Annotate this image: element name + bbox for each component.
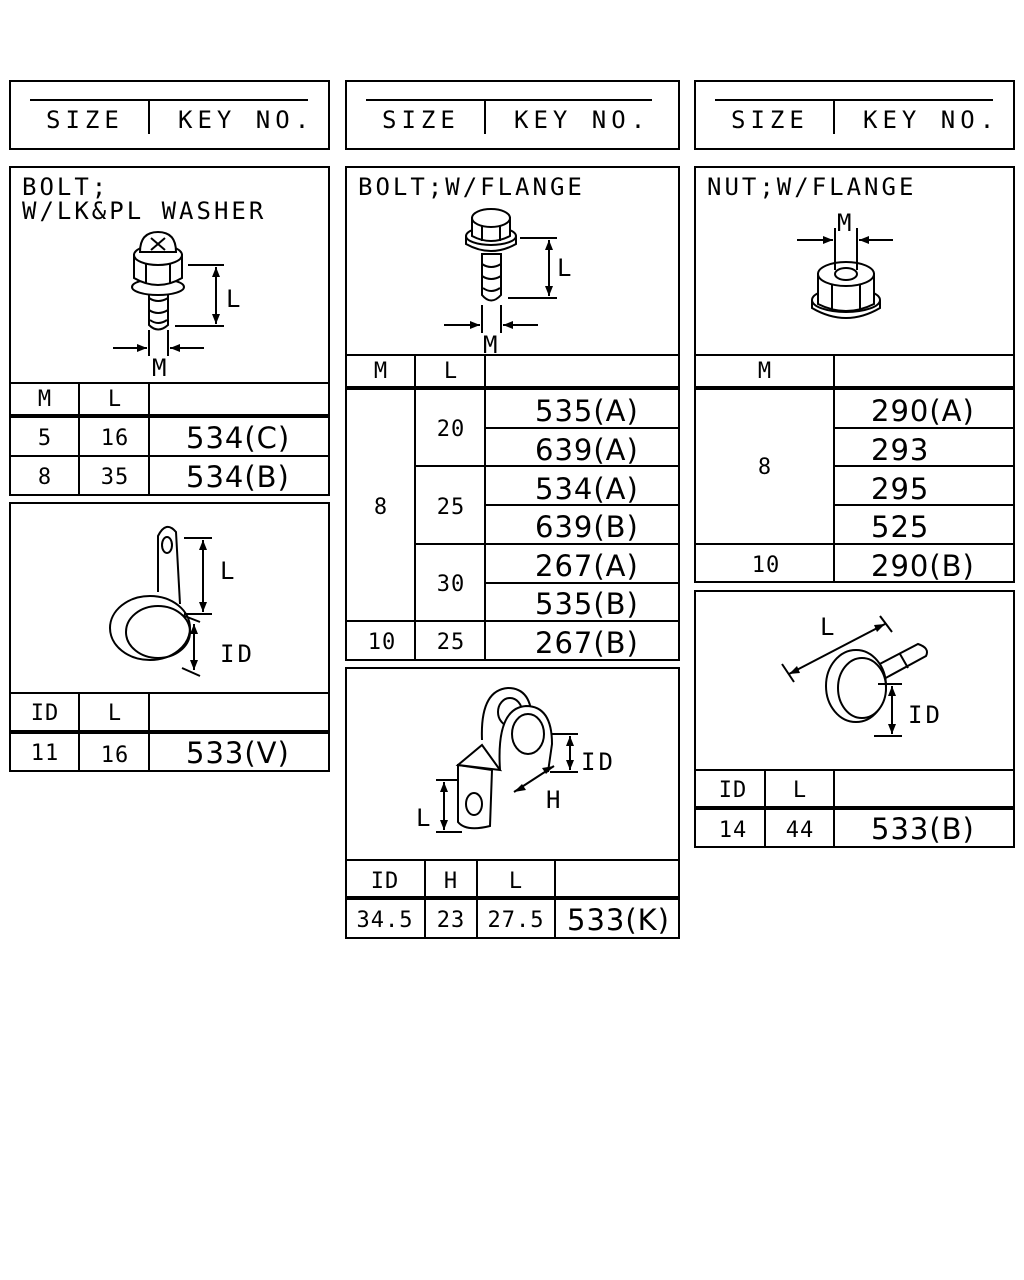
bolt-flange-title: BOLT;W/FLANGE [358, 173, 585, 201]
clamp-mid-dim-l: L [416, 804, 434, 832]
key-number: 267(B) [535, 626, 639, 660]
bolt-flange-panel [345, 166, 680, 661]
clamp-left-col-l: L [107, 701, 123, 726]
table-cell-l: 16 [100, 426, 130, 451]
clamp-left-panel [9, 502, 330, 772]
table-cell-m: 10 [751, 553, 781, 578]
header-key-label-left: KEY NO. [178, 106, 315, 134]
key-number: 534(A) [535, 472, 639, 506]
clamp-mid-col-id: ID [370, 869, 400, 894]
clamp-mid-dim-h: H [546, 786, 564, 814]
key-number: 535(A) [535, 394, 639, 428]
table-cell-id: 34.5 [356, 908, 414, 933]
band-right-col-l: L [792, 778, 808, 803]
clamp-left-col-id: ID [30, 701, 60, 726]
bolt-washer-dim-m: M [152, 354, 170, 382]
table-cell-m: 8 [373, 495, 389, 520]
key-number: 293 [871, 433, 930, 467]
band-right-col-id: ID [718, 778, 748, 803]
nut-flange-title: NUT;W/FLANGE [707, 173, 917, 201]
header-box-right [694, 80, 1015, 150]
table-cell-id: 14 [718, 818, 748, 843]
bolt-washer-col-l: L [107, 387, 123, 412]
clamp-mid-col-l: L [508, 869, 524, 894]
clamp-mid-dim-id: ID [581, 748, 616, 776]
header-size-label-middle: SIZE [382, 106, 460, 134]
key-number: 525 [871, 510, 930, 544]
bolt-washer-col-m: M [37, 387, 53, 412]
header-box-left [9, 80, 330, 150]
bolt-washer-title-line2: W/LK&PL WASHER [22, 197, 267, 225]
table-cell-l: 35 [100, 465, 130, 490]
table-cell-l: 30 [436, 572, 466, 597]
header-box-middle [345, 80, 680, 150]
table-cell-l: 25 [436, 630, 466, 655]
table-cell-l: 20 [436, 417, 466, 442]
bolt-flange-col-m: M [373, 359, 389, 384]
clamp-left-dim-l: L [220, 557, 238, 585]
table-cell-id: 11 [30, 741, 60, 766]
band-right-dim-l: L [820, 613, 838, 641]
bolt-flange-col-l: L [443, 359, 459, 384]
bolt-washer-title-line1: BOLT; [22, 173, 110, 201]
key-number: 290(B) [871, 549, 975, 583]
bolt-flange-dim-l: L [557, 254, 575, 282]
clamp-left-dim-id: ID [220, 640, 255, 668]
table-cell-l: 16 [100, 743, 130, 768]
bolt-flange-dim-m: M [483, 331, 501, 359]
key-number: 639(A) [535, 433, 639, 467]
header-key-label-middle: KEY NO. [514, 106, 651, 134]
table-cell-m: 8 [757, 455, 773, 480]
header-size-label-left: SIZE [46, 106, 124, 134]
key-number: 534(B) [186, 460, 290, 494]
key-number: 290(A) [871, 394, 975, 428]
header-size-label-right: SIZE [731, 106, 809, 134]
key-number: 639(B) [535, 510, 639, 544]
table-cell-l: 27.5 [487, 908, 545, 933]
table-cell-l: 44 [785, 818, 815, 843]
table-cell-h: 23 [436, 908, 466, 933]
table-cell-m: 10 [367, 630, 397, 655]
table-cell-l: 25 [436, 495, 466, 520]
nut-flange-dim-m: M [837, 209, 855, 237]
key-number: 295 [871, 472, 930, 506]
table-cell-m: 5 [37, 426, 53, 451]
table-cell-m: 8 [37, 465, 53, 490]
header-key-label-right: KEY NO. [863, 106, 1000, 134]
key-number: 533(V) [186, 736, 290, 770]
key-number: 535(B) [535, 587, 639, 621]
key-number: 267(A) [535, 549, 639, 583]
bolt-washer-dim-l: L [226, 285, 244, 313]
key-number: 534(C) [186, 421, 291, 455]
band-right-dim-id: ID [908, 701, 943, 729]
bolt-washer-panel [9, 166, 330, 496]
key-number: 533(B) [871, 812, 975, 846]
nut-flange-panel [694, 166, 1015, 583]
nut-flange-col-m: M [757, 359, 773, 384]
clamp-mid-col-h: H [443, 869, 459, 894]
key-number: 533(K) [567, 903, 670, 937]
